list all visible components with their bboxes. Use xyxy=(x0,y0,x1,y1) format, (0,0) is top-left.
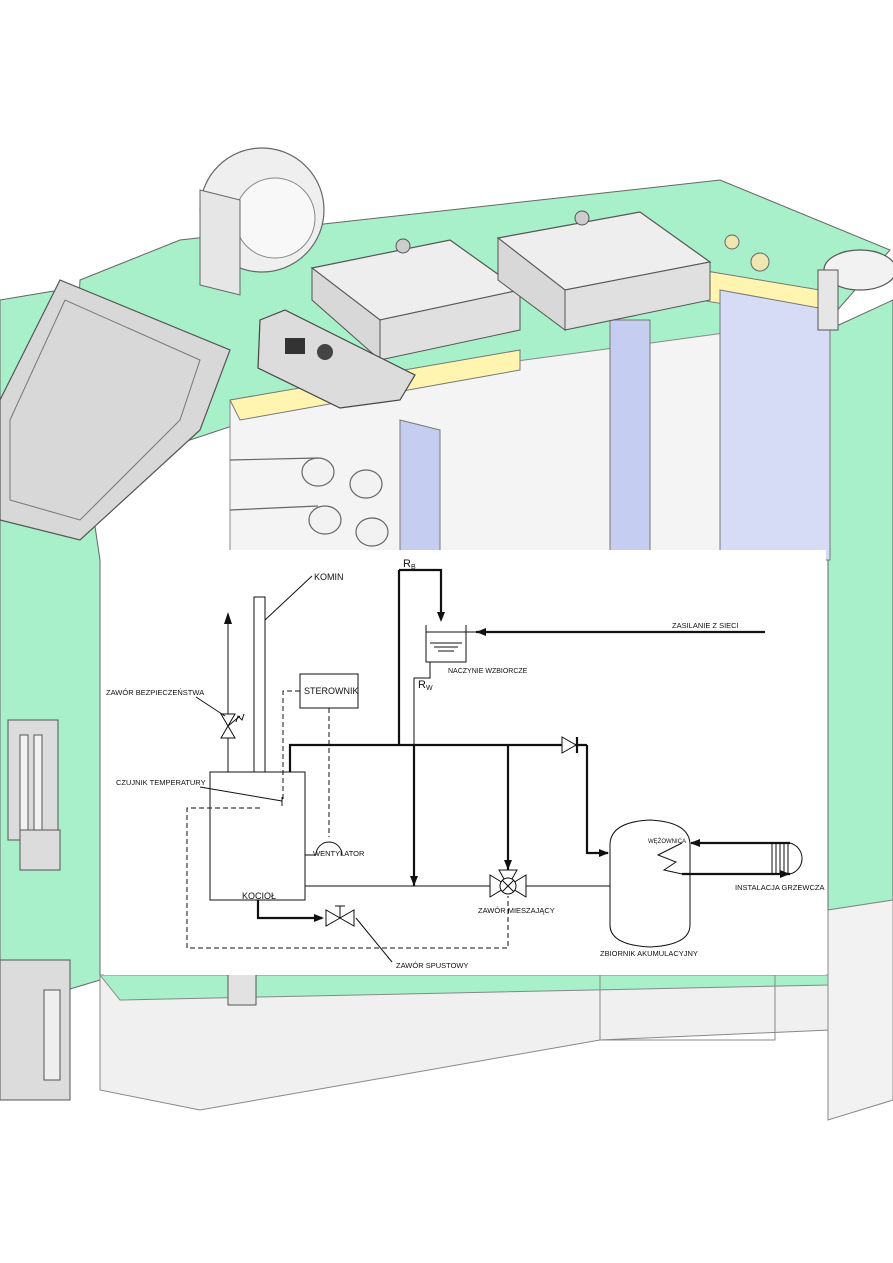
mixing-valve-icon xyxy=(489,869,527,898)
temp-sensor-label: CZUJNIK TEMPERATURY xyxy=(116,778,206,787)
radiator-icon xyxy=(771,842,803,875)
cleaning-hatch xyxy=(496,210,712,331)
arrow-right xyxy=(780,870,790,878)
arrow-left xyxy=(476,628,486,636)
coil-icon xyxy=(656,842,683,875)
rw-subscript: W xyxy=(426,685,433,692)
arrow-down xyxy=(410,876,418,886)
safety-valve-label: ZAWÓR BEZPIECZEŃSTWA xyxy=(106,688,204,697)
schematic-background xyxy=(104,550,826,975)
rw-label: R xyxy=(418,679,426,691)
hydraulic-schematic: KOMIN ZAWÓR BEZPIECZEŃSTWA STEROWNIK KOC… xyxy=(104,550,826,975)
rb-label: R xyxy=(403,558,411,570)
safety-valve-icon xyxy=(220,713,245,739)
grid-supply-label: ZASILANIE Z SIECI xyxy=(672,621,739,630)
boiler-3d-illustration xyxy=(0,147,893,1121)
arrow-up xyxy=(224,612,232,624)
insulation-panel xyxy=(609,319,651,561)
drain-valve-label: ZAWÓR SPUSTOWY xyxy=(396,961,469,970)
arrow-right xyxy=(599,849,609,857)
arrow-right xyxy=(314,914,324,922)
fan-housing xyxy=(199,147,325,296)
boiler-side-panel xyxy=(827,299,893,911)
insulation-panel xyxy=(399,419,441,561)
insulation-panel xyxy=(719,289,831,561)
coil-label: WĘŻOWNICA xyxy=(648,838,686,845)
rb-subscript: B xyxy=(411,564,416,571)
boiler-side-panel-lower xyxy=(827,899,893,1121)
boiler-door-frame xyxy=(9,299,201,521)
mixing-valve-label: ZAWÓR MIESZAJĄCY xyxy=(478,906,555,915)
arrow-left xyxy=(690,839,700,847)
controller-label: STEROWNIK xyxy=(304,686,359,696)
arrow-down xyxy=(437,612,445,622)
flue-pipes xyxy=(229,457,389,547)
chimney-label: KOMIN xyxy=(314,572,344,582)
expansion-vessel xyxy=(425,625,467,663)
drain-valve-icon xyxy=(325,905,355,927)
door-hinges xyxy=(0,719,257,1101)
storage-tank-label: ZBIORNIK AKUMULACYJNY xyxy=(600,949,698,958)
cleaning-hatch xyxy=(310,238,522,362)
check-valve-icon xyxy=(561,736,578,754)
controller-unit xyxy=(257,309,416,409)
boiler-door xyxy=(0,279,231,541)
arrow-down xyxy=(504,860,512,870)
fan-icon xyxy=(315,841,343,856)
heating-installation-label: INSTALACJA GRZEWCZA xyxy=(735,883,824,892)
fan-label: WENTYLATOR xyxy=(313,849,365,858)
chimney-collar xyxy=(724,234,893,331)
expansion-vessel-label: NACZYNIE WZBIORCZE xyxy=(448,668,528,675)
boiler-label: KOCIOŁ xyxy=(242,891,276,901)
storage-tank xyxy=(609,819,691,948)
